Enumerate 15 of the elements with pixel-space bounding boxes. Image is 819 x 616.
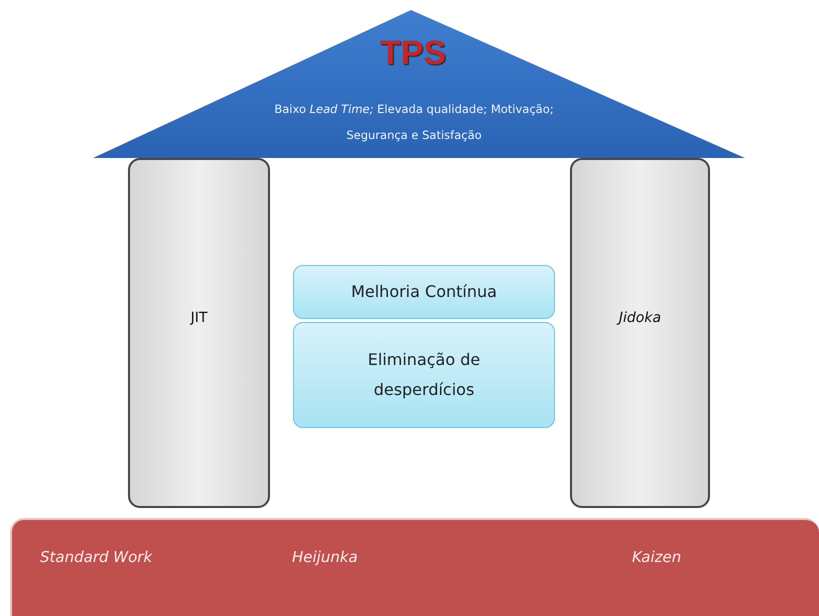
concept-box — [293, 265, 555, 319]
box-label: Eliminação de desperdícios — [366, 349, 482, 401]
pillar-label: JIT — [188, 310, 208, 326]
foundation-label: Heijunka — [292, 548, 358, 566]
concept-box — [293, 322, 555, 428]
roof-title: TPS — [378, 34, 448, 73]
foundation-label: Standard Work — [40, 548, 152, 566]
pillar-label: Jidoka — [616, 310, 662, 326]
pillar-box — [128, 158, 270, 508]
foundation-band — [10, 518, 819, 616]
pillar-box — [570, 158, 710, 508]
foundation-label: Kaizen — [632, 548, 682, 566]
box-label: Melhoria Contínua — [350, 281, 498, 303]
roof-triangle — [93, 10, 745, 160]
roof-text: Baixo Lead Time; Elevada qualidade; Motivação; Segurança e Satisfação — [273, 101, 555, 144]
